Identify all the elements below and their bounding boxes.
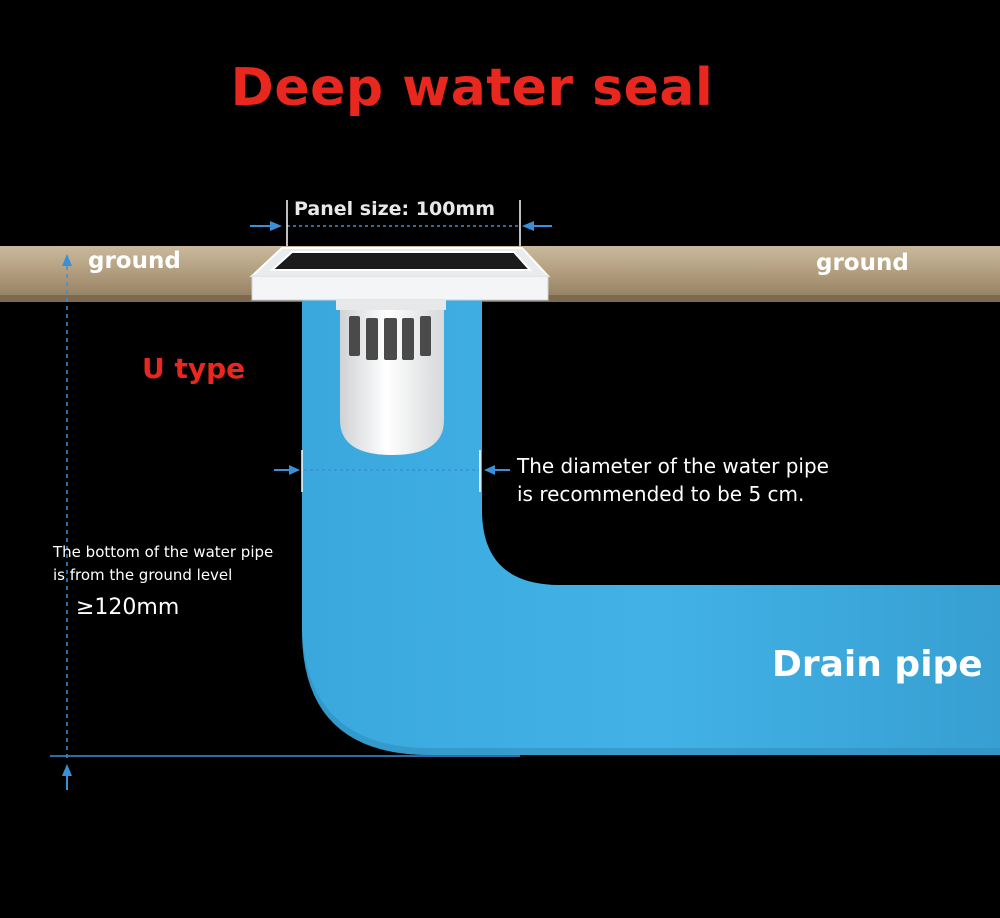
diagram-title: Deep water seal [230,58,714,118]
panel-inner [269,251,533,271]
bottom-note: The bottom of the water pipe is from the… [53,541,273,587]
panel-dimension [250,200,552,246]
seal-cup-rim [336,300,446,310]
ground-label-left: ground [88,248,181,274]
diameter-note-line1: The diameter of the water pipe [517,454,829,478]
ground-label-right: ground [816,250,909,276]
diameter-note: The diameter of the water pipe is recomm… [517,452,829,508]
min-depth-label: ≥120mm [76,595,180,620]
diameter-note-line2: is recommended to be 5 cm. [517,482,805,506]
depth-dimension [50,254,520,790]
bottom-note-line2: is from the ground level [53,566,233,584]
panel-size-label: Panel size: 100mm [294,198,496,220]
drain-pipe-label: Drain pipe [772,644,983,685]
u-type-label: U type [142,352,246,385]
bottom-note-line1: The bottom of the water pipe [53,543,274,561]
seal-cup-vents [349,316,431,360]
panel-front [251,275,549,301]
pipe-shadow [302,620,1000,755]
drain-pipe-shape [302,300,1000,755]
diameter-dimension [274,450,510,492]
